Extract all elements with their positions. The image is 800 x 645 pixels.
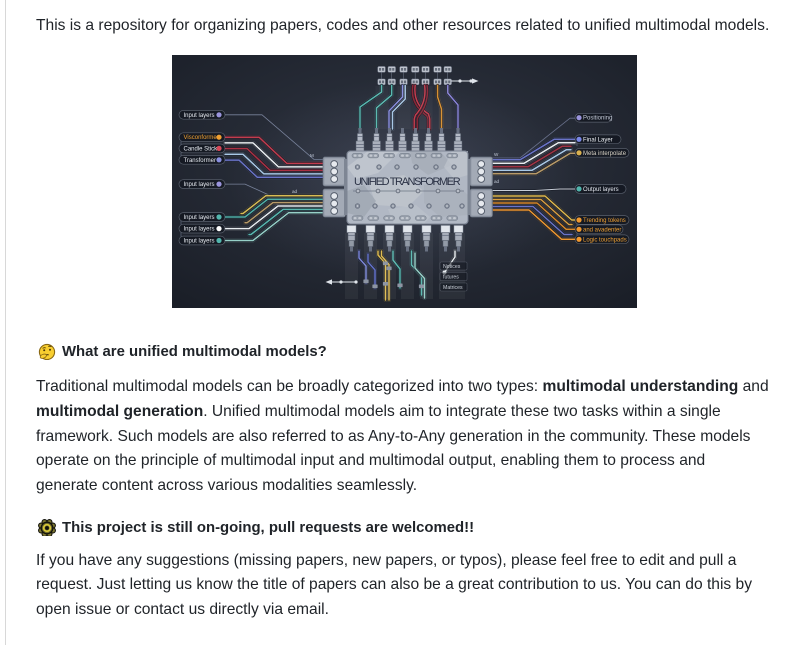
svg-text:and avadenter: and avadenter <box>583 227 621 233</box>
svg-text:Input layers: Input layers <box>184 239 215 245</box>
svg-text:Input layers: Input layers <box>184 215 215 221</box>
svg-text:UNIFIED TRANSFORMER: UNIFIED TRANSFORMER <box>354 176 461 188</box>
svg-text:futures: futures <box>443 275 459 281</box>
svg-text:Transformer: Transformer <box>184 158 216 164</box>
svg-text:W: W <box>494 152 499 157</box>
svg-text:ad: ad <box>292 189 298 194</box>
svg-text:Final Layer: Final Layer <box>583 137 613 143</box>
svg-text:Notices: Notices <box>443 264 461 270</box>
svg-text:Input layers: Input layers <box>184 227 215 233</box>
svg-text:Candle Stick: Candle Stick <box>184 146 219 152</box>
svg-text:Meta interpolate: Meta interpolate <box>583 151 627 157</box>
svg-text:Positioning: Positioning <box>583 116 612 122</box>
svg-text:Input layers: Input layers <box>184 182 215 188</box>
svg-text:Input layers: Input layers <box>184 113 215 119</box>
svg-text:M: M <box>310 153 314 158</box>
svg-text:Matrices: Matrices <box>443 285 463 291</box>
svg-text:Output layers: Output layers <box>583 187 619 193</box>
svg-text:Visconformer: Visconformer <box>184 135 219 141</box>
svg-text:ad: ad <box>494 179 500 184</box>
svg-text:Trending tokens: Trending tokens <box>583 218 626 224</box>
svg-text:Logic touchpads: Logic touchpads <box>583 237 627 243</box>
